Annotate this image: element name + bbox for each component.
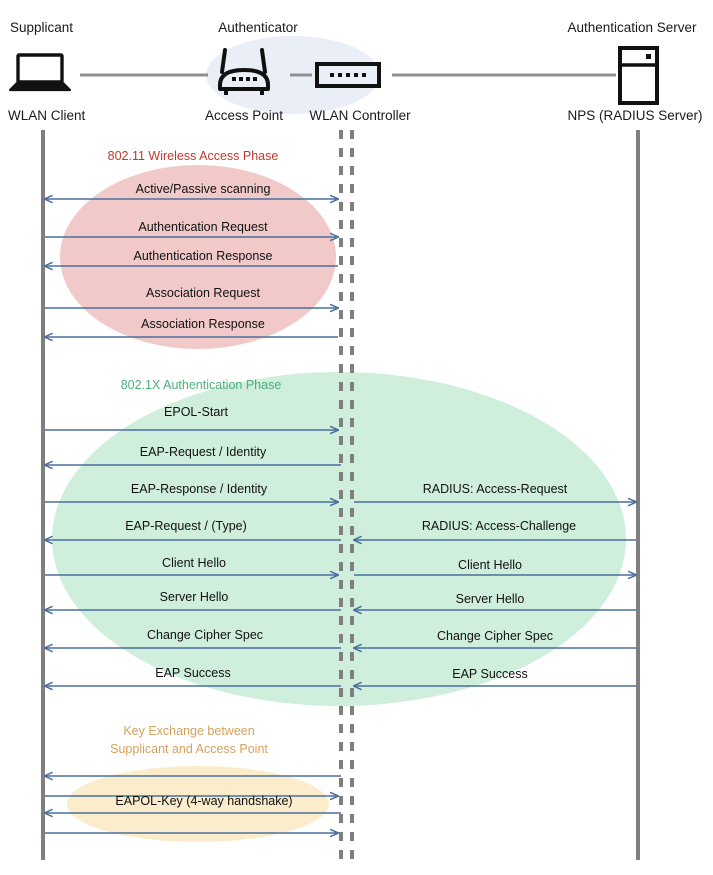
msg-label-client-hello-right: Client Hello bbox=[458, 558, 522, 572]
msg-label-radius-access-request: RADIUS: Access-Request bbox=[422, 482, 568, 496]
actor-device-wlan-controller: WLAN Controller bbox=[309, 108, 411, 123]
msg-label-client-hello-left: Client Hello bbox=[162, 556, 226, 570]
msg-label-eapol-key-4way-handshake: EAPOL-Key (4-way handshake) bbox=[115, 794, 293, 808]
actor-role-authenticator: Authenticator bbox=[218, 20, 298, 35]
laptop-icon bbox=[8, 53, 72, 92]
msg-label-change-cipher-spec-left: Change Cipher Spec bbox=[146, 628, 264, 642]
msg-label-eap-success-right: EAP Success bbox=[452, 667, 528, 681]
actor-device-access-point: Access Point bbox=[204, 108, 284, 123]
phase-label-key-exchange-line1: Key Exchange between bbox=[123, 724, 255, 738]
msg-label-eap-request-identity: EAP-Request / Identity bbox=[139, 445, 267, 459]
phase-ellipse-wireless bbox=[60, 165, 336, 349]
actor-role-supplicant: Supplicant bbox=[10, 20, 74, 35]
phase-label-key-exchange-line2: Supplicant and Access Point bbox=[110, 742, 268, 756]
msg-label-association-response: Association Response bbox=[141, 317, 265, 331]
msg-label-radius-access-challenge: RADIUS: Access-Challenge bbox=[421, 519, 577, 533]
phase-label-8021x-auth: 802.1X Authentication Phase bbox=[120, 378, 282, 392]
msg-label-change-cipher-spec-right: Change Cipher Spec bbox=[436, 629, 554, 643]
msg-label-server-hello-left: Server Hello bbox=[159, 590, 229, 604]
msg-label-eap-success-left: EAP Success bbox=[155, 666, 231, 680]
server-icon bbox=[618, 46, 659, 105]
msg-label-eap-request-type: EAP-Request / (Type) bbox=[125, 519, 247, 533]
msg-label-authentication-response: Authentication Response bbox=[133, 249, 273, 263]
actor-device-nps-radius-server: NPS (RADIUS Server) bbox=[567, 108, 703, 123]
msg-label-authentication-request: Authentication Request bbox=[138, 220, 268, 234]
phase-ellipse-keyexch bbox=[67, 766, 329, 842]
msg-label-eap-response-identity: EAP-Response / Identity bbox=[130, 482, 268, 496]
actor-role-authentication-server: Authentication Server bbox=[567, 20, 697, 35]
msg-label-active-passive-scanning: Active/Passive scanning bbox=[135, 182, 271, 196]
phase-label-wireless-access: 802.11 Wireless Access Phase bbox=[107, 149, 279, 163]
msg-label-server-hello-right: Server Hello bbox=[455, 592, 525, 606]
access-point-icon bbox=[218, 48, 270, 95]
wlan-controller-icon bbox=[315, 62, 381, 88]
msg-label-association-request: Association Request bbox=[146, 286, 260, 300]
actor-device-wlan-client: WLAN Client bbox=[8, 108, 86, 123]
msg-label-epol-start: EPOL-Start bbox=[164, 405, 228, 419]
phase-ellipse-8021x bbox=[52, 372, 626, 706]
